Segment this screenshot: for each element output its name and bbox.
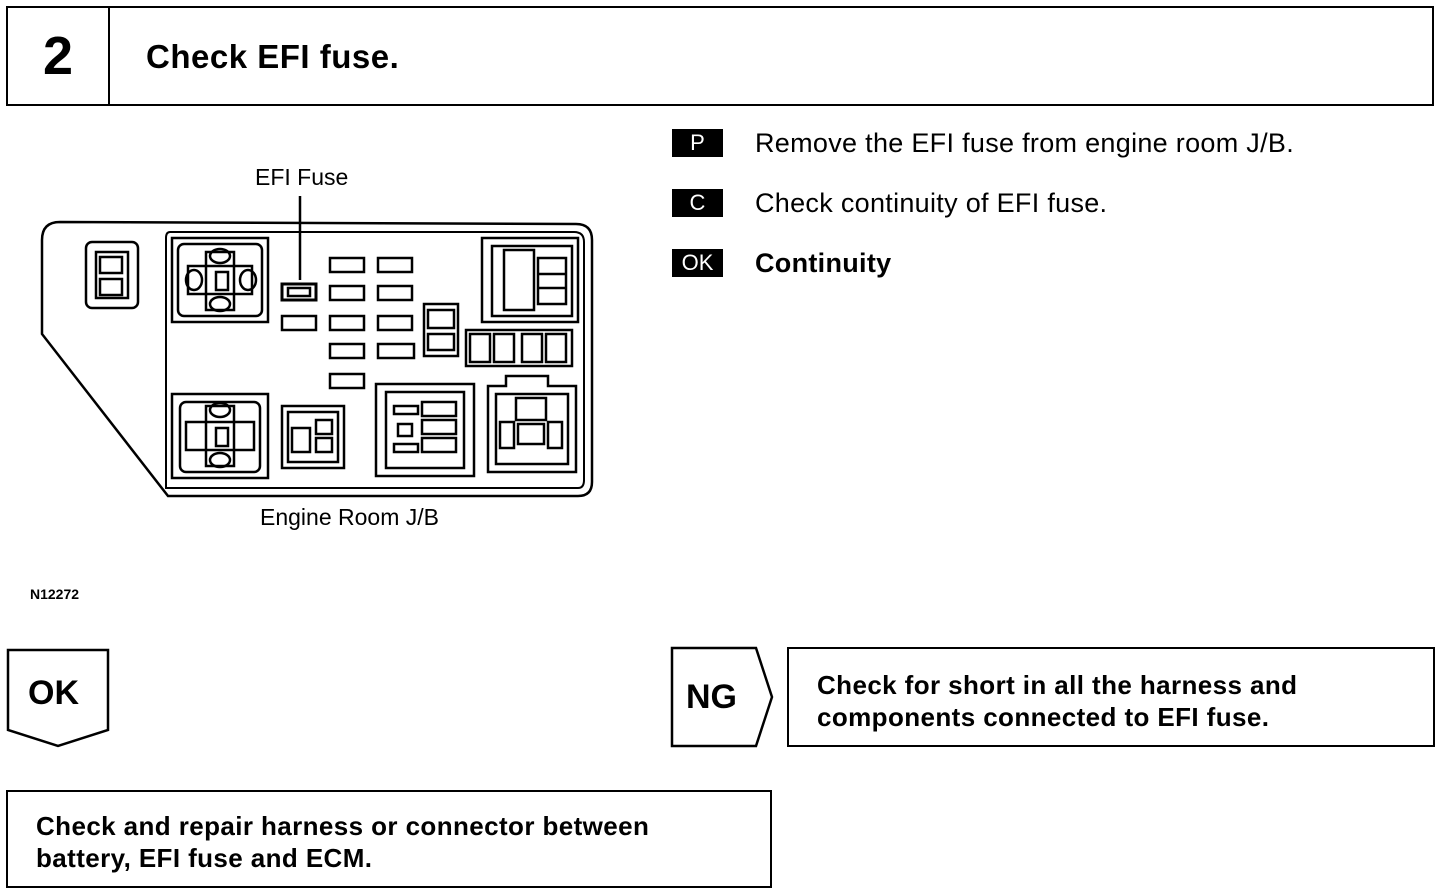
relay-block-top-right bbox=[480, 236, 580, 324]
ng-label: NG bbox=[686, 678, 737, 716]
ok-action-box: Check and repair harness or connector be… bbox=[6, 790, 772, 888]
relay-block-top-left bbox=[170, 236, 270, 324]
ng-result-marker bbox=[670, 646, 774, 748]
engine-room-jb-diagram bbox=[40, 196, 594, 498]
instruction-text: Check continuity of EFI fuse. bbox=[755, 188, 1108, 218]
efi-fuse-callout: EFI Fuse bbox=[255, 164, 349, 190]
instruction-text: Remove the EFI fuse from engine room J/B… bbox=[755, 128, 1295, 158]
jb-inner-outline bbox=[165, 231, 585, 489]
efi-fuse-highlight bbox=[280, 282, 318, 302]
ng-action-box: Check for short in all the harness and c… bbox=[787, 647, 1435, 747]
ok-result-marker bbox=[6, 648, 110, 748]
small-relay bbox=[280, 404, 346, 470]
ok-label: OK bbox=[28, 674, 79, 712]
ng-action-text: Check for short in all the harness and c… bbox=[817, 670, 1298, 732]
badge-p: P bbox=[672, 129, 723, 157]
badge-ok: OK bbox=[672, 249, 723, 277]
instruction-ok: OK Continuity bbox=[672, 248, 891, 278]
badge-c: C bbox=[672, 189, 723, 217]
figure-id: N12272 bbox=[30, 586, 80, 602]
jb-housing-outline bbox=[40, 220, 594, 498]
instruction-check: C Check continuity of EFI fuse. bbox=[672, 188, 1107, 218]
relay-block-bottom-center bbox=[374, 382, 476, 478]
instruction-text: Continuity bbox=[755, 248, 892, 278]
step-number: 2 bbox=[8, 8, 110, 104]
instruction-prep: P Remove the EFI fuse from engine room J… bbox=[672, 128, 1294, 158]
ok-action-text: Check and repair harness or connector be… bbox=[36, 811, 650, 873]
step-header: 2 Check EFI fuse. bbox=[6, 6, 1434, 106]
diagram-caption: Engine Room J/B bbox=[260, 504, 439, 530]
left-connector bbox=[84, 240, 140, 310]
relay-block-bottom-left bbox=[170, 392, 270, 480]
step-title: Check EFI fuse. bbox=[146, 38, 400, 75]
relay-block-bottom-right bbox=[486, 374, 578, 474]
